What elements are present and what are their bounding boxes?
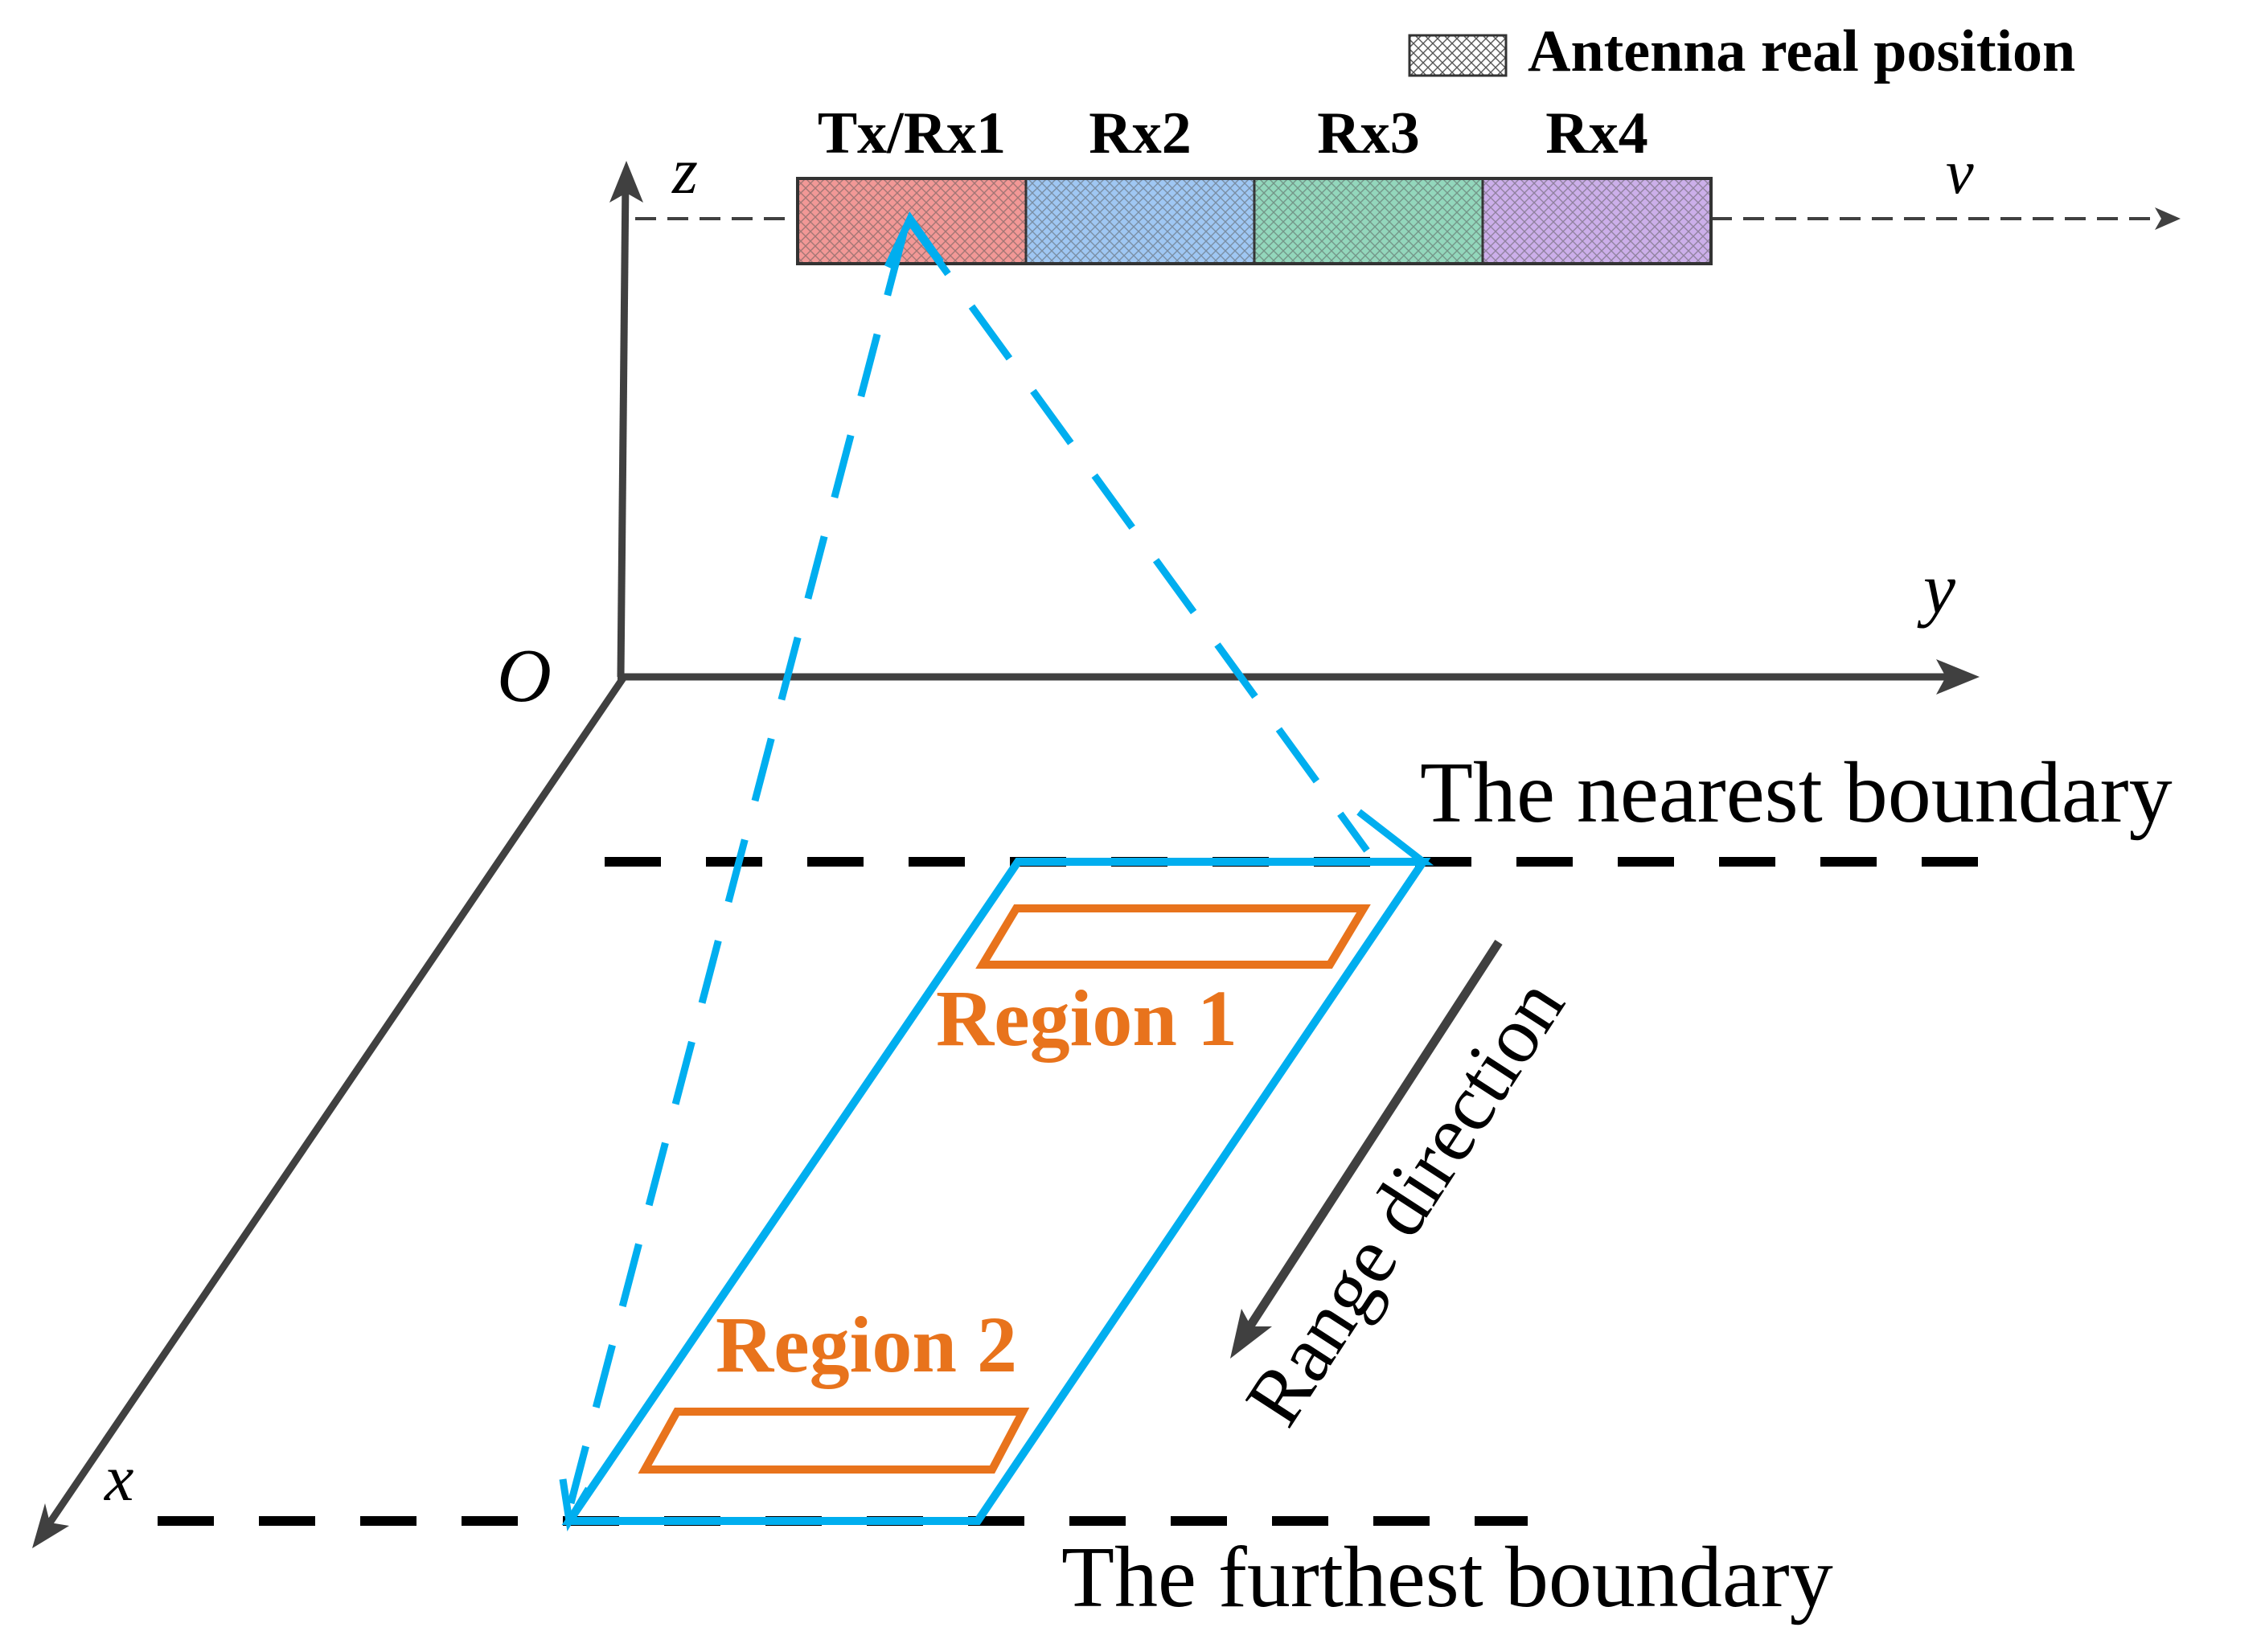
legend-label: Antenna real position xyxy=(1528,18,2075,84)
x-axis-arrowhead xyxy=(32,1503,69,1548)
z-axis-arrowhead xyxy=(609,161,643,203)
y-axis-label: y xyxy=(1917,549,1955,629)
velocity-label: v xyxy=(1946,137,1974,207)
nearest-boundary-label: The nearest boundary xyxy=(1420,745,2173,841)
range-direction-arrowhead xyxy=(1230,1309,1272,1359)
region-1-label: Region 1 xyxy=(936,974,1237,1063)
antenna-array xyxy=(796,177,1713,265)
origin-label: O xyxy=(497,634,552,718)
y-axis-arrowhead xyxy=(1936,659,1980,695)
beam-right-edge xyxy=(907,219,1370,853)
antenna-rx3-hatch xyxy=(1254,178,1483,264)
illuminated-footprint xyxy=(561,858,1431,1525)
beam-apex xyxy=(884,211,944,269)
furthest-boundary-label: The furthest boundary xyxy=(1061,1530,1833,1625)
range-direction-arrow xyxy=(1241,940,1503,1337)
region-2-label: Region 2 xyxy=(716,1300,1017,1389)
range-direction-label: Range direction xyxy=(1228,963,1581,1441)
beam-far-corner xyxy=(559,1478,592,1532)
axes xyxy=(32,161,1980,1548)
antenna-label-tx-rx1: Tx/Rx1 xyxy=(818,100,1006,166)
antenna-label-rx4: Rx4 xyxy=(1545,100,1647,166)
legend: Antenna real position xyxy=(1408,18,2075,84)
antenna-array-border xyxy=(796,177,1713,265)
x-axis-label: x xyxy=(104,1441,133,1515)
antenna-rx4-hatch xyxy=(1483,178,1711,264)
region-2-box xyxy=(638,1408,1030,1474)
x-axis xyxy=(43,674,627,1530)
antenna-rx2-hatch xyxy=(1026,178,1254,264)
velocity-arrowhead xyxy=(2155,207,2181,230)
legend-swatch-hatch xyxy=(1408,34,1508,77)
beam-left-edge xyxy=(567,232,908,1505)
z-axis-label: z xyxy=(671,134,698,207)
antenna-label-rx3: Rx3 xyxy=(1317,100,1419,166)
z-axis xyxy=(617,178,630,678)
antenna-label-rx2: Rx2 xyxy=(1089,100,1191,166)
region-1-box xyxy=(975,904,1371,969)
beam-near-corner xyxy=(1356,809,1434,866)
